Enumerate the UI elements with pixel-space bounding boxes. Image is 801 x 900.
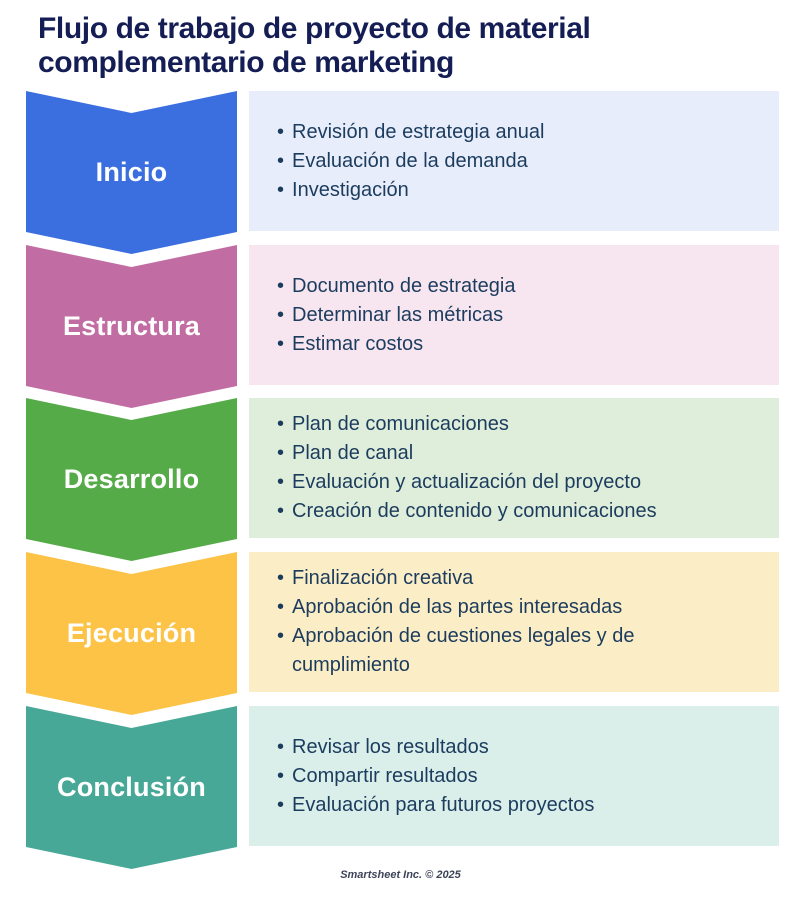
list-item: Finalización creativa <box>277 564 743 593</box>
stage-panel-inicio: Revisión de estrategia anual Evaluación … <box>249 91 779 231</box>
stage-panel-estructura: Documento de estrategia Determinar las m… <box>249 245 779 385</box>
stage-panel-desarrollo: Plan de comunicaciones Plan de canal Eva… <box>249 398 779 538</box>
stage-row-estructura: Estructura Documento de estrategia Deter… <box>0 245 801 408</box>
list-item: Estimar costos <box>277 330 515 359</box>
stage-chevron-ejecucion: Ejecución <box>26 552 237 715</box>
list-item: Plan de canal <box>277 439 657 468</box>
footer-credit: Smartsheet Inc. © 2025 <box>340 869 461 881</box>
stage-chevron-desarrollo: Desarrollo <box>26 398 237 561</box>
list-item: Plan de comunicaciones <box>277 410 657 439</box>
stage-chevron-estructura: Estructura <box>26 245 237 408</box>
stage-row-ejecucion: Ejecución Finalización creativa Aprobaci… <box>0 552 801 715</box>
list-item: Evaluación y actualización del proyecto <box>277 468 657 497</box>
list-item: Evaluación para futuros proyectos <box>277 791 594 820</box>
list-item: Compartir resultados <box>277 762 594 791</box>
list-item: Aprobación de cuestiones legales y de cu… <box>277 622 743 680</box>
list-item: Aprobación de las partes interesadas <box>277 593 743 622</box>
stage-label: Desarrollo <box>63 464 200 494</box>
stage-panel-ejecucion: Finalización creativa Aprobación de las … <box>249 552 779 692</box>
list-item: Documento de estrategia <box>277 272 515 301</box>
stage-chevron-conclusion: Conclusión <box>26 706 237 869</box>
stage-item-list: Revisar los resultados Compartir resulta… <box>277 733 594 820</box>
stage-panel-conclusion: Revisar los resultados Compartir resulta… <box>249 706 779 846</box>
stage-label: Inicio <box>95 157 168 187</box>
list-item: Revisión de estrategia anual <box>277 118 544 147</box>
stage-label: Conclusión <box>57 772 206 802</box>
list-item: Revisar los resultados <box>277 733 594 762</box>
stage-label: Estructura <box>62 311 201 341</box>
list-item: Creación de contenido y comunicaciones <box>277 497 657 526</box>
list-item: Determinar las métricas <box>277 301 515 330</box>
page-title: Flujo de trabajo de proyecto de material… <box>38 12 591 79</box>
stage-item-list: Plan de comunicaciones Plan de canal Eva… <box>277 410 657 526</box>
stage-chevron-inicio: Inicio <box>26 91 237 254</box>
stage-item-list: Revisión de estrategia anual Evaluación … <box>277 118 544 205</box>
stage-row-inicio: Inicio Revisión de estrategia anual Eval… <box>0 91 801 254</box>
list-item: Evaluación de la demanda <box>277 147 544 176</box>
stage-label: Ejecución <box>66 618 197 648</box>
stage-row-conclusion: Conclusión Revisar los resultados Compar… <box>0 706 801 869</box>
stage-item-list: Finalización creativa Aprobación de las … <box>277 564 743 680</box>
stage-item-list: Documento de estrategia Determinar las m… <box>277 272 515 359</box>
stage-row-desarrollo: Desarrollo Plan de comunicaciones Plan d… <box>0 398 801 561</box>
list-item: Investigación <box>277 176 544 205</box>
